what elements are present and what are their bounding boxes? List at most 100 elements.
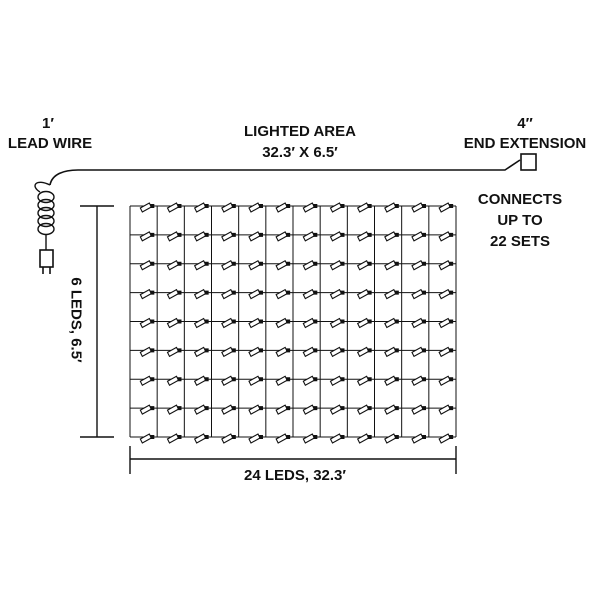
led-socket-icon (340, 406, 345, 411)
led-bulb-icon (438, 288, 451, 300)
led-bulb-icon (139, 231, 153, 242)
led-socket-icon (421, 377, 426, 382)
led-bulb-icon (166, 259, 180, 271)
led-bulb-icon (302, 346, 316, 358)
led-bulb-icon (302, 317, 316, 329)
led-socket-icon (286, 348, 291, 353)
led-bulb-icon (302, 202, 316, 213)
led-socket-icon (177, 204, 182, 208)
led-bulb-icon (275, 317, 288, 329)
led-bulb-icon (221, 375, 234, 387)
led-socket-icon (421, 319, 426, 324)
led-bulb-icon (221, 202, 234, 213)
end-connector-icon (520, 153, 537, 171)
led-bulb-icon (384, 317, 397, 329)
led-socket-icon (231, 319, 236, 324)
led-bulb-icon (438, 202, 451, 213)
end-extension-label: END EXTENSION (463, 135, 587, 152)
led-bulb-icon (438, 317, 451, 329)
led-socket-icon (449, 204, 454, 208)
led-bulb-icon (275, 231, 288, 242)
led-socket-icon (286, 290, 291, 295)
led-socket-icon (313, 406, 318, 411)
led-socket-icon (177, 232, 182, 237)
connects-label-line1: CONNECTS (477, 191, 563, 208)
led-socket-icon (258, 406, 263, 411)
led-socket-icon (394, 348, 399, 353)
led-bulb-icon (384, 346, 397, 358)
led-bulb-icon (329, 202, 343, 213)
led-socket-icon (313, 261, 318, 266)
led-bulb-icon (302, 288, 316, 300)
led-socket-icon (150, 232, 155, 237)
led-socket-icon (150, 204, 155, 208)
led-socket-icon (258, 204, 263, 208)
led-bulb-icon (275, 346, 288, 358)
led-bulb-icon (193, 346, 207, 358)
led-bulb-icon (221, 433, 234, 444)
led-bulb-icon (193, 231, 207, 242)
led-bulb-icon (221, 259, 234, 271)
width-dimension-label: 24 LEDS, 32.3′ (244, 467, 346, 484)
led-socket-icon (150, 319, 155, 324)
led-bulb-icon (411, 317, 424, 329)
led-bulb-icon (356, 288, 370, 300)
plug-icon (39, 249, 54, 274)
led-socket-icon (340, 204, 345, 208)
led-socket-icon (421, 261, 426, 266)
led-socket-icon (340, 232, 345, 237)
led-bulb-icon (329, 317, 343, 329)
led-socket-icon (286, 261, 291, 266)
led-bulb-icon (221, 346, 234, 358)
led-bulb-icon (248, 231, 261, 242)
led-socket-icon (367, 377, 372, 382)
led-bulb-icon (329, 433, 343, 444)
led-bulb-icon (221, 317, 234, 329)
lead-wire (49, 159, 521, 186)
led-bulb-icon (166, 375, 180, 387)
led-bulb-icon (275, 288, 288, 300)
width-dimension-bar (129, 446, 457, 474)
end-length-label: 4″ (517, 115, 533, 132)
led-socket-icon (421, 290, 426, 295)
led-socket-icon (150, 261, 155, 266)
led-bulb-icon (411, 259, 424, 271)
led-socket-icon (231, 232, 236, 237)
led-socket-icon (177, 348, 182, 353)
led-socket-icon (367, 406, 372, 411)
led-socket-icon (204, 290, 209, 295)
led-bulb-icon (438, 259, 451, 271)
led-bulb-icon (329, 231, 343, 242)
led-bulb-icon (302, 259, 316, 271)
led-bulb-icon (248, 346, 261, 358)
led-socket-icon (258, 232, 263, 237)
led-bulb-icon (356, 375, 370, 387)
led-socket-icon (421, 348, 426, 353)
led-bulb-icon (221, 231, 234, 242)
led-bulb-icon (139, 259, 153, 271)
led-bulb-icon (248, 317, 261, 329)
led-socket-icon (367, 348, 372, 353)
led-bulb-icon (193, 288, 207, 300)
led-socket-icon (421, 435, 426, 439)
led-socket-icon (204, 204, 209, 208)
led-bulb-icon (356, 404, 370, 415)
led-socket-icon (394, 290, 399, 295)
led-socket-icon (313, 232, 318, 237)
led-bulb-icon (302, 433, 316, 444)
led-bulb-icon (329, 288, 343, 300)
led-socket-icon (231, 435, 236, 439)
led-bulb-icon (329, 375, 343, 387)
led-socket-icon (231, 290, 236, 295)
led-socket-icon (177, 435, 182, 439)
lead-length-label: 1′ (42, 115, 54, 132)
led-bulb-icon (248, 288, 261, 300)
led-bulb-icon (275, 433, 288, 444)
led-socket-icon (286, 232, 291, 237)
led-bulb-icon (384, 259, 397, 271)
led-bulb-icon (411, 346, 424, 358)
led-bulb-icon (139, 433, 153, 444)
led-bulb-icon (384, 433, 397, 444)
led-bulb-icon (166, 288, 180, 300)
